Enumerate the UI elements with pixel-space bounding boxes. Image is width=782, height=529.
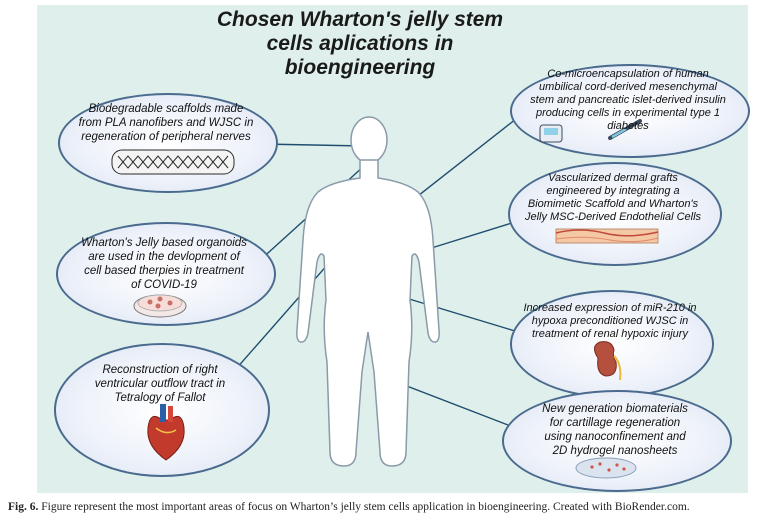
text-line: Biodegradable scaffolds made bbox=[88, 103, 244, 115]
heart-icon bbox=[147, 404, 185, 461]
connector-dermal bbox=[424, 221, 516, 251]
text-line: cell based therpies in treatment bbox=[84, 265, 244, 277]
skin-layers-icon bbox=[555, 228, 659, 244]
text-line: using nanoconfinement and bbox=[544, 431, 686, 443]
oval-peripheral-nerves bbox=[58, 93, 278, 193]
figure-title: Chosen Wharton's jelly stem cells aplica… bbox=[210, 8, 510, 80]
text-peripheral-nerves: Biodegradable scaffolds made from PLA na… bbox=[64, 102, 268, 144]
title-line-1: Chosen Wharton's jelly stem bbox=[216, 8, 504, 31]
petri-dish-icon bbox=[133, 294, 187, 318]
text-line: Jelly MSC-Derived Endothelial Cells bbox=[524, 211, 702, 223]
human-body-silhouette bbox=[296, 116, 440, 467]
text-cartilage: New generation biomaterials for cartilla… bbox=[508, 402, 722, 458]
title-line-3: bioengineering bbox=[284, 56, 436, 79]
text-line: Tetralogy of Fallot bbox=[114, 392, 206, 404]
text-line: stem and pancreatic islet-derived insuli… bbox=[530, 94, 726, 106]
connector-nerves bbox=[261, 143, 365, 147]
text-line: producing cells in experimental type 1 bbox=[535, 107, 721, 119]
glucometer-icon bbox=[539, 119, 642, 143]
text-line: Vascularized dermal grafts bbox=[548, 172, 678, 184]
oval-dermal-grafts bbox=[508, 162, 722, 266]
text-line: for cartillage regeneration bbox=[549, 417, 681, 429]
text-line: hypoxa preconditioned WJSC in bbox=[531, 315, 689, 327]
body-torso bbox=[296, 159, 440, 467]
text-line: from PLA nanofibers and WJSC in bbox=[78, 117, 254, 129]
text-line: Co-microencapsulation of human bbox=[547, 68, 709, 80]
text-line: regeneration of peripheral nerves bbox=[81, 131, 251, 143]
text-line: umbilical cord-derived mesenchymal bbox=[539, 81, 717, 93]
text-line: Biomimetic Scaffold and Wharton's bbox=[527, 198, 699, 210]
caption-label: Fig. 6. bbox=[8, 501, 39, 513]
figure-caption: Fig. 6. Figure represent the most import… bbox=[8, 501, 778, 513]
text-renal-injury: Increased expression of miR-210 in hypox… bbox=[514, 302, 706, 341]
hydrogel-dish-icon bbox=[575, 457, 637, 479]
text-line: of COVID-19 bbox=[131, 279, 197, 291]
text-dermal-grafts: Vascularized dermal grafts engineered by… bbox=[514, 172, 712, 224]
text-line: Wharton's Jelly based organoids bbox=[81, 237, 247, 249]
text-line: Increased expression of miR-210 in bbox=[523, 302, 697, 314]
text-line: ventricular outflow tract in bbox=[94, 378, 226, 390]
text-line: engineered by integrating a bbox=[546, 185, 680, 197]
text-covid-organoids: Wharton's Jelly based organoids are used… bbox=[62, 236, 266, 292]
text-line: New generation biomaterials bbox=[542, 403, 688, 415]
text-line: Reconstruction of right bbox=[102, 364, 218, 376]
text-diabetes: Co-microencapsulation of human umbilical… bbox=[516, 68, 740, 133]
title-line-2: cells aplications in bbox=[266, 32, 454, 55]
caption-text: Figure represent the most important area… bbox=[38, 501, 690, 513]
text-tetralogy-of-fallot: Reconstruction of right ventricular outf… bbox=[60, 363, 260, 405]
text-line: are used in the devlopment of bbox=[88, 251, 240, 263]
oval-renal-injury bbox=[510, 290, 714, 398]
kidney-icon bbox=[594, 341, 622, 381]
text-line: diabetes bbox=[607, 120, 649, 132]
text-line: 2D hydrogel nanosheets bbox=[552, 445, 678, 457]
text-line: treatment of renal hypoxic injury bbox=[532, 328, 688, 340]
nanofiber-scaffold-icon bbox=[111, 149, 235, 175]
